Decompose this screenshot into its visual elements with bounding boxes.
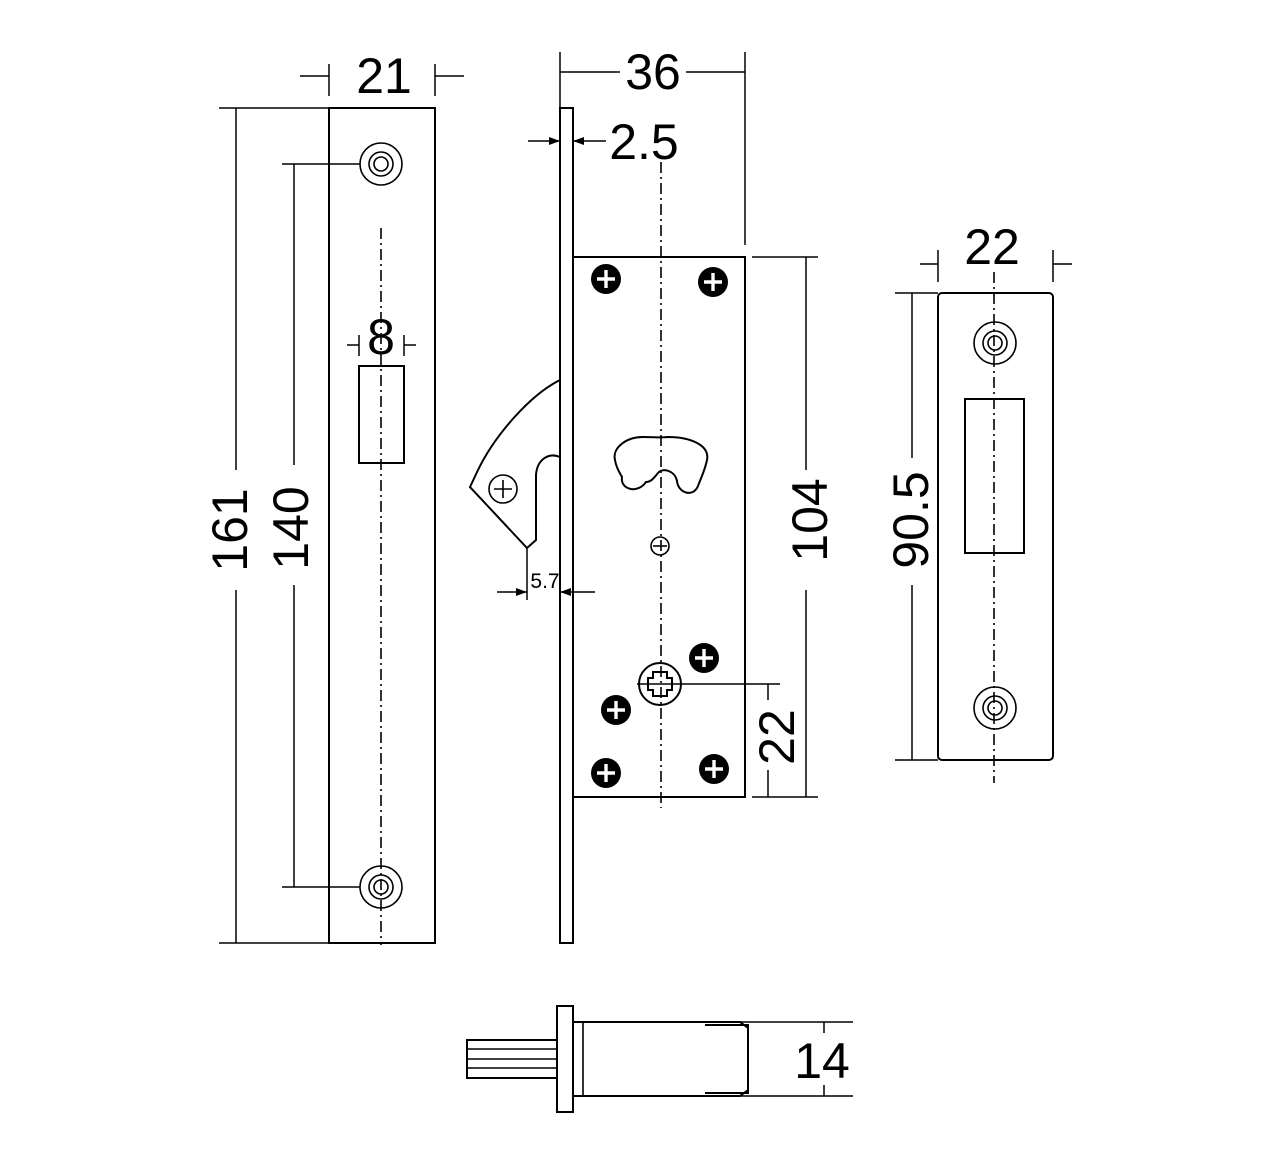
dim-hook-offset xyxy=(497,548,595,600)
dim-faceplate-width-label: 21 xyxy=(356,48,412,104)
center-hole xyxy=(650,536,670,556)
hook-pivot xyxy=(488,474,518,504)
dim-bolt-width-label: 14 xyxy=(794,1033,850,1089)
lock-case xyxy=(572,256,746,798)
strike-bottom-screw-hole xyxy=(973,686,1017,730)
bolt-faceplate xyxy=(556,1005,574,1113)
dim-body-depth-label: 36 xyxy=(625,44,681,100)
screw-icon-bottom-left xyxy=(591,758,621,788)
dim-faceplate-width xyxy=(300,64,464,96)
dim-bolt-width xyxy=(708,1021,853,1097)
dim-bolt-slot-width xyxy=(347,335,416,356)
strike-plate-view xyxy=(937,272,1054,783)
faceplate-top-screw-hole xyxy=(359,142,403,186)
dim-strike-height xyxy=(895,292,938,761)
screw-icon-bottom-right xyxy=(699,754,729,784)
dim-hook-offset-label: 5.7 xyxy=(530,570,559,593)
dim-body-height-label: 104 xyxy=(782,478,838,561)
dim-strike-height-label: 90.5 xyxy=(883,471,939,568)
bolt-top-view xyxy=(466,1005,749,1113)
dim-strike-width xyxy=(920,250,1072,282)
screw-icon-mid-right xyxy=(689,643,719,673)
strike-opening xyxy=(964,398,1025,554)
side-faceplate xyxy=(559,107,574,944)
strike-plate-outline xyxy=(937,292,1054,761)
dim-spindle-to-bottom-label: 22 xyxy=(749,709,805,765)
dim-faceplate-height-label: 161 xyxy=(202,488,258,571)
hook-bolt xyxy=(468,379,561,550)
dim-body-height xyxy=(752,256,818,798)
dim-body-depth xyxy=(559,52,746,245)
bolt-cap xyxy=(705,1024,749,1094)
dim-faceplate-thickness xyxy=(528,108,606,160)
dim-faceplate-height xyxy=(219,107,329,944)
dim-screw-spacing xyxy=(282,163,360,888)
faceplate-view xyxy=(328,107,436,945)
lock-side-view xyxy=(468,107,746,944)
bolt-housing xyxy=(572,1021,749,1097)
bolt-slot xyxy=(358,365,405,464)
dim-strike-width-label: 22 xyxy=(964,219,1020,275)
screw-icon-top-right xyxy=(698,267,728,297)
screw-icon-top-left xyxy=(591,264,621,294)
faceplate-outline xyxy=(328,107,436,944)
dim-spindle-to-bottom xyxy=(637,683,780,797)
dim-screw-spacing-label: 140 xyxy=(263,486,319,569)
dim-faceplate-thickness-label: 2.5 xyxy=(609,114,679,170)
strike-top-screw-hole xyxy=(973,321,1017,365)
screw-icon-mid-left xyxy=(601,695,631,725)
cylinder-opening xyxy=(613,435,709,494)
dim-bolt-slot-width-label: 8 xyxy=(367,309,395,365)
